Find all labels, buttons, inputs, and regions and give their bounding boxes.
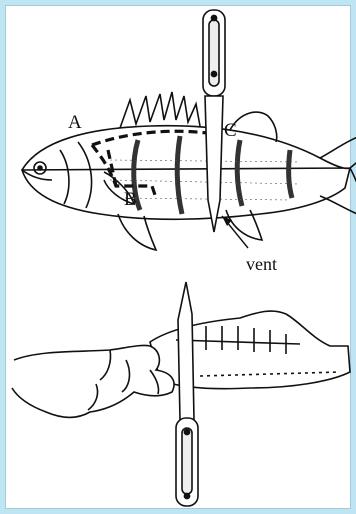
cut-line-a bbox=[92, 131, 214, 145]
cut-lines bbox=[92, 131, 214, 212]
hand bbox=[12, 345, 174, 417]
label-a: A bbox=[68, 112, 82, 133]
knife-blade-top bbox=[205, 96, 223, 232]
label-b: B bbox=[124, 189, 137, 210]
knife-bottom bbox=[176, 282, 198, 506]
knife-blade-bottom bbox=[178, 282, 194, 420]
knife-top bbox=[203, 10, 225, 232]
label-c: C bbox=[224, 120, 237, 141]
label-vent: vent bbox=[246, 254, 277, 274]
